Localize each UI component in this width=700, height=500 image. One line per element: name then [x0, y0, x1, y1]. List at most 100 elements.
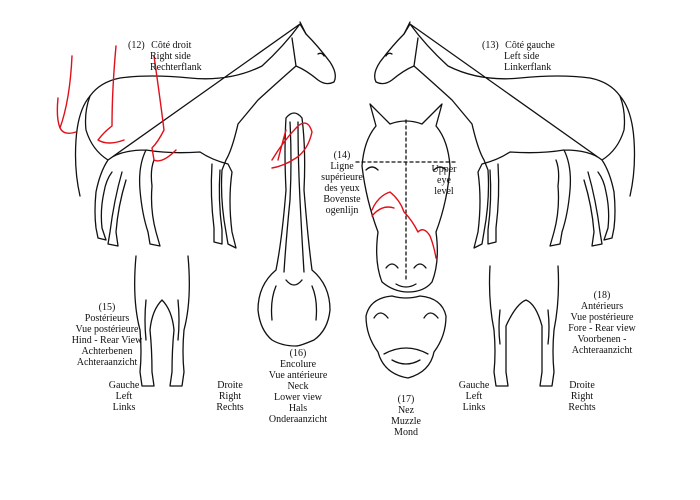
label-hind-view: (15) Postérieurs Vue postérieure Hind - …	[62, 302, 152, 368]
label-hind-right: Droite Right Rechts	[208, 380, 252, 413]
horse-right-side	[74, 21, 336, 249]
muzzle-nostrils	[373, 312, 439, 365]
label-fore-view-line-2: Vue postérieure	[570, 312, 634, 323]
neck-inner-lines	[270, 121, 318, 321]
label-muzzle: (17) Nez Muzzle Mond	[378, 394, 434, 438]
label-eye-level-line-2: supérieure	[321, 172, 363, 183]
neck-lower-view	[257, 112, 331, 347]
marking-hindquarter	[97, 45, 125, 144]
label-neck-view-line-1: Encolure	[279, 359, 317, 370]
label-neck-view-line-5: Hals	[288, 403, 308, 414]
label-fore-view-number: (18)	[593, 290, 611, 301]
fore-legs-inner	[498, 309, 550, 345]
label-upper-eye-level-line-3: level	[434, 186, 454, 197]
marking-neck	[271, 122, 313, 169]
muzzle-outline	[365, 295, 447, 379]
label-eye-level-line-4: Bovenste	[323, 194, 361, 205]
label-hind-right-line-1: Droite	[217, 380, 243, 391]
label-fore-view-line-5: Achteraanzicht	[571, 345, 633, 356]
horse-muzzle	[365, 295, 447, 379]
label-neck-view-line-4: Lower view	[273, 392, 323, 403]
marking-face-2	[371, 206, 395, 217]
label-neck-view-line-2: Vue antérieure	[268, 370, 328, 381]
right-horse-tail	[74, 95, 91, 197]
label-right-side-line-1: Côté droit	[151, 40, 192, 51]
label-fore-view-line-1: Antérieurs	[580, 301, 624, 312]
label-fore-right-line-1: Droite	[569, 380, 595, 391]
label-right-side-number: (12)	[128, 40, 145, 51]
marking-face	[371, 191, 437, 259]
right-horse-hindleg-far	[107, 171, 127, 247]
label-upper-eye-level-line-2: eye	[437, 175, 451, 186]
label-neck-view-line-3: Neck	[287, 381, 309, 392]
horse-left-side	[374, 21, 636, 249]
label-eye-level-line-5: ogenlijn	[325, 205, 359, 216]
label-hind-left-line-3: Links	[112, 402, 136, 413]
label-left-side-number: (13)	[482, 40, 499, 51]
label-left-side: (13) Côté gauche Left side Linkerflank	[482, 40, 555, 73]
fore-legs-rear-view	[488, 265, 560, 387]
label-eye-level: (14) Ligne supérieure des yeux Bovenste …	[316, 150, 368, 216]
label-hind-left-line-2: Left	[115, 391, 133, 402]
label-fore-view-line-3: Fore - Rear view	[568, 323, 636, 334]
hind-legs-outline	[134, 255, 190, 387]
label-fore-left-line-2: Left	[465, 391, 483, 402]
label-hind-view-line-4: Achterbenen	[81, 346, 133, 357]
label-hind-left-line-1: Gauche	[108, 380, 140, 391]
label-right-side-line-2: Right side	[150, 51, 191, 62]
head-eyes	[365, 166, 447, 171]
head-outline	[361, 103, 451, 293]
label-neck-view: (16) Encolure Vue antérieure Neck Lower …	[258, 348, 338, 425]
marking-flank	[151, 55, 177, 162]
horse-head-front	[355, 103, 457, 293]
label-fore-left: Gauche Left Links	[452, 380, 496, 413]
label-fore-right-line-3: Rechts	[568, 402, 596, 413]
label-hind-view-line-3: Hind - Rear View	[71, 335, 143, 346]
label-fore-left-line-1: Gauche	[458, 380, 490, 391]
head-nostrils	[385, 263, 427, 288]
label-eye-level-line-3: des yeux	[324, 183, 360, 194]
left-horse-eye-ear	[385, 21, 419, 67]
label-muzzle-line-1: Nez	[397, 405, 415, 416]
label-neck-view-line-6: Onderaanzicht	[268, 414, 328, 425]
left-horse-tail	[619, 95, 636, 197]
label-hind-left: Gauche Left Links	[102, 380, 146, 413]
neck-outline	[257, 112, 331, 347]
right-horse-eye-ear	[291, 21, 325, 67]
fore-legs-outline	[488, 265, 560, 387]
label-right-side-line-3: Rechterflank	[150, 62, 202, 73]
label-right-side: (12) Côté droit Right side Rechterflank	[128, 40, 202, 73]
label-left-side-line-1: Côté gauche	[505, 40, 555, 51]
label-hind-view-number: (15)	[98, 302, 116, 313]
right-horse-foreleg-far	[210, 163, 223, 245]
label-eye-level-line-1: Ligne	[330, 161, 354, 172]
label-eye-level-number: (14)	[333, 150, 351, 161]
left-horse-body-outline	[374, 23, 626, 249]
label-fore-left-line-3: Links	[462, 402, 486, 413]
red-markings	[56, 45, 437, 259]
left-horse-foreleg-far	[487, 163, 500, 245]
label-neck-view-number: (16)	[289, 348, 307, 359]
label-left-side-line-3: Linkerflank	[504, 62, 552, 73]
label-fore-right-line-2: Right	[570, 391, 594, 402]
label-muzzle-line-3: Mond	[394, 427, 418, 438]
hind-legs-rear-view	[134, 255, 190, 387]
marking-tail	[56, 55, 77, 135]
label-hind-view-line-1: Postérieurs	[84, 313, 130, 324]
label-upper-eye-level: Upper eye level	[428, 164, 460, 197]
hind-legs-inner	[144, 299, 180, 341]
label-hind-right-line-3: Rechts	[216, 402, 244, 413]
right-horse-body-outline	[84, 23, 336, 249]
label-hind-view-line-2: Vue postérieure	[75, 324, 139, 335]
label-muzzle-line-2: Muzzle	[391, 416, 421, 427]
label-upper-eye-level-line-1: Upper	[431, 164, 457, 175]
label-fore-right: Droite Right Rechts	[560, 380, 604, 413]
label-hind-right-line-2: Right	[218, 391, 242, 402]
left-horse-hindleg-far	[583, 171, 603, 247]
label-hind-view-line-5: Achteraanzicht	[76, 357, 138, 368]
label-muzzle-number: (17)	[397, 394, 415, 405]
label-left-side-line-2: Left side	[504, 51, 540, 62]
label-fore-view-line-4: Voorbenen -	[577, 334, 627, 345]
label-fore-view: (18) Antérieurs Vue postérieure Fore - R…	[556, 290, 648, 356]
